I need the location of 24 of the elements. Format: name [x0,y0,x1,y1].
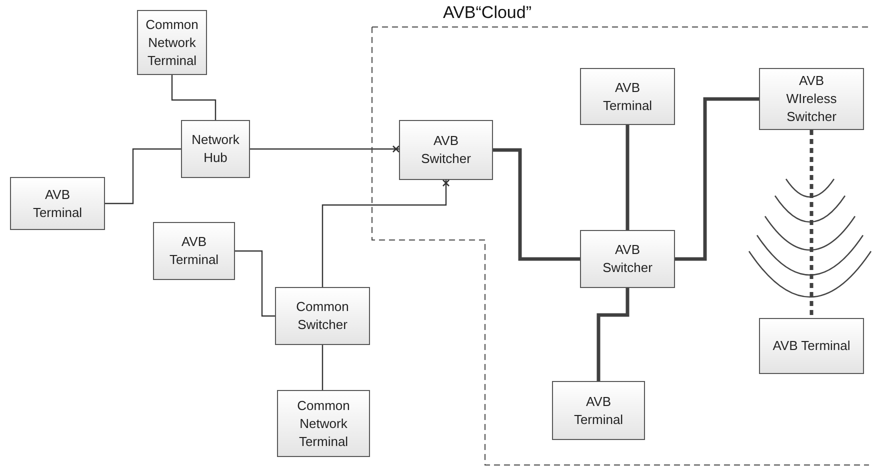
device-box: Common Network Terminal [277,390,370,457]
connector-line [105,148,181,204]
device-box: AVB WIreless Switcher [759,68,864,130]
device-box: AVB Terminal [552,381,645,440]
connector-line [596,288,630,381]
connector-line [171,75,216,120]
device-box: Network Hub [181,120,250,178]
device-box: Common Network Terminal [137,10,207,75]
connector-line [810,130,814,318]
region-title: AVB“Cloud” [443,3,532,23]
device-box: AVB Terminal [580,68,675,125]
device-box: AVB Terminal [759,318,864,374]
device-box: AVB Terminal [153,222,235,280]
device-box: Common Switcher [275,287,370,345]
connector-line [322,179,450,287]
connector-line [626,125,630,230]
connector-line [250,145,400,153]
connector-line [675,97,759,261]
device-box: AVB Terminal [10,177,105,230]
connector-line [235,250,275,317]
connector-line [322,345,324,390]
connector-line [493,148,580,261]
device-box: AVB Switcher [580,230,675,288]
device-box: AVB Switcher [399,120,493,180]
